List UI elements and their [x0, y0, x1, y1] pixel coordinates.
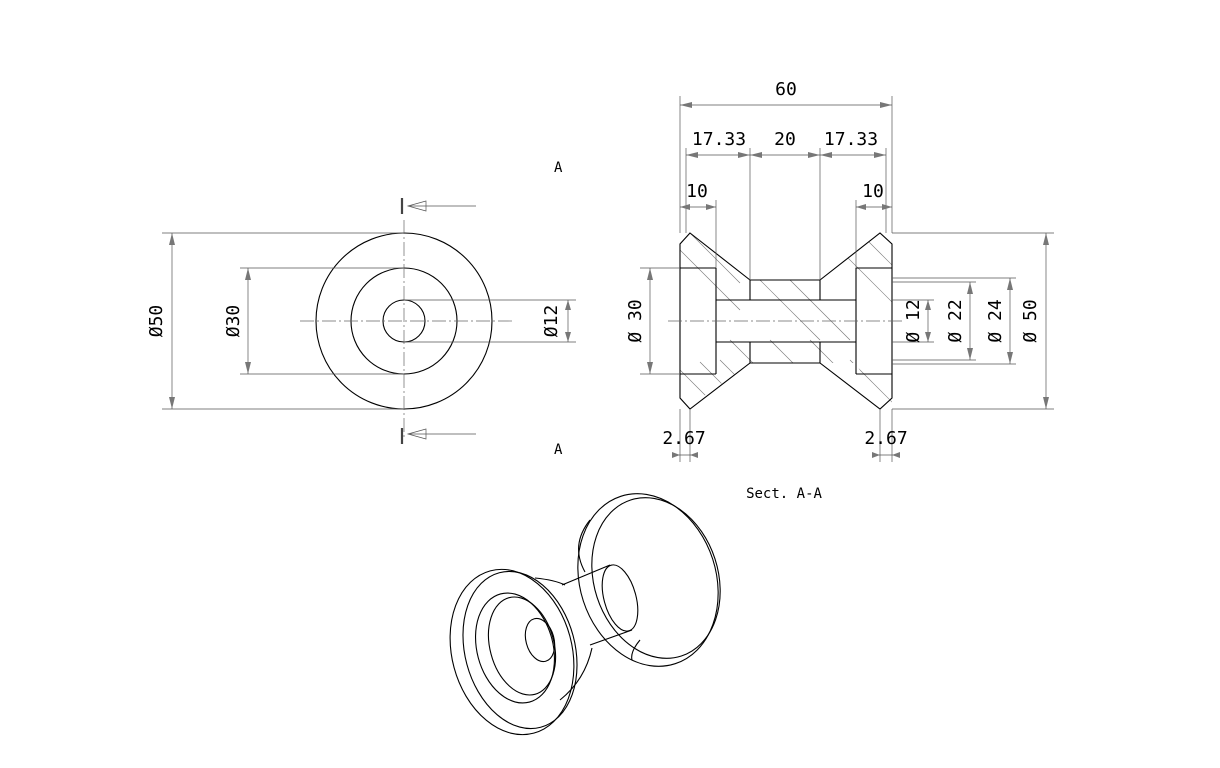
dim-chamfer-left-text: 2.67 — [662, 428, 705, 449]
dim-flange-left: 10 — [680, 181, 717, 268]
section-view: 60 17.33 20 17.33 10 — [625, 79, 1054, 502]
dim-middle-diameter: Ø30 — [223, 267, 404, 375]
section-label-top: A — [554, 160, 563, 176]
near-flange-bore — [524, 617, 556, 663]
isometric-view — [449, 493, 721, 736]
dim-section-dia-50: Ø 50 — [892, 232, 1054, 410]
dim-outer-diameter: Ø50 — [146, 232, 404, 410]
dim-section-dia-22-text: Ø 22 — [945, 299, 966, 342]
dim-outer-diameter-text: Ø50 — [146, 305, 167, 338]
dim-bore-diameter-text: Ø12 — [541, 305, 562, 338]
dim-section-dia-30-text: Ø 30 — [625, 299, 646, 342]
dim-section-dia-22: Ø 22 — [892, 281, 976, 361]
dim-chamfer-right-text: 2.67 — [864, 428, 907, 449]
dim-section-dia-30: Ø 30 — [625, 267, 680, 375]
section-caption: Sect. A-A — [746, 486, 822, 502]
dim-section-dia-24: Ø 24 — [892, 277, 1016, 365]
dim-section-dia-50-text: Ø 50 — [1020, 299, 1041, 342]
dim-segment-right-text: 17.33 — [824, 129, 878, 150]
dim-flange-left-text: 10 — [686, 181, 708, 202]
dim-flange-right-text: 10 — [862, 181, 884, 202]
near-flange-rim — [449, 568, 575, 736]
dim-section-dia-12: Ø 12 — [892, 299, 934, 343]
dim-overall-length-text: 60 — [775, 79, 797, 100]
front-view: A A Ø50 Ø30 Ø12 — [146, 160, 576, 458]
dim-chamfer-left: 2.67 — [662, 409, 706, 462]
dim-chamfer-right: 2.67 — [864, 409, 908, 462]
dim-flange-right: 10 — [855, 181, 892, 268]
dim-segment-chain: 17.33 20 17.33 — [685, 129, 887, 280]
dim-segment-left-text: 17.33 — [692, 129, 746, 150]
dim-overall-length: 60 — [679, 79, 893, 233]
section-cut-top — [400, 198, 476, 214]
near-flange-recess — [474, 592, 556, 704]
section-hatching — [680, 233, 892, 409]
dim-bore-diameter: Ø12 — [404, 299, 576, 343]
section-label-bottom: A — [554, 442, 563, 458]
dim-segment-mid-text: 20 — [774, 129, 796, 150]
dim-section-dia-12-text: Ø 12 — [903, 299, 924, 342]
section-cut-bottom — [400, 428, 476, 444]
dim-section-dia-24-text: Ø 24 — [985, 299, 1006, 342]
dim-middle-diameter-text: Ø30 — [223, 305, 244, 338]
